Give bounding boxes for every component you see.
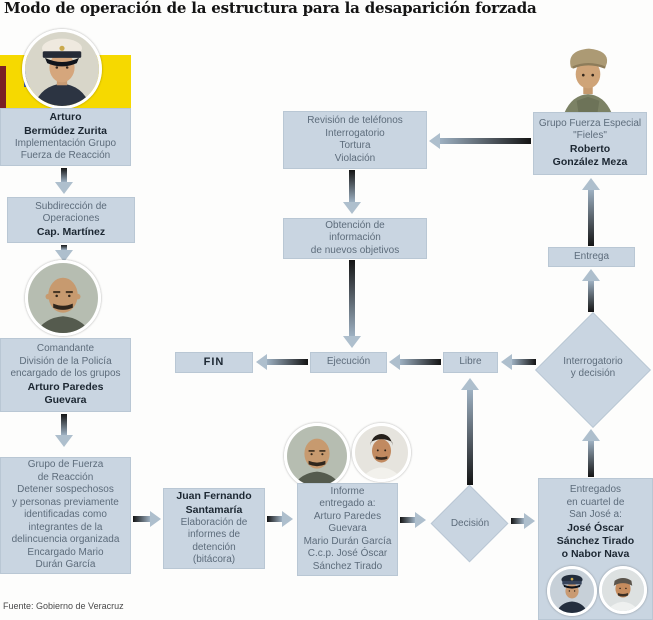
arrow-interrogatorio-libre-head [501, 354, 512, 370]
node-informe: Informe entregado a: Arturo Paredes Guev… [297, 483, 398, 576]
photo-bermudez [22, 29, 102, 109]
red-stripe-decoration [0, 66, 6, 108]
arrow-revision-obtencion-head [343, 202, 361, 214]
node-subdireccion: Subdirección de Operaciones Cap. Martíne… [7, 197, 135, 243]
arrow-revision-obtencion-shaft [349, 170, 355, 202]
arrow-subdireccion-paredes-shaft [61, 245, 67, 250]
node-fieles-desc: Grupo Fuerza Especial "Fieles" [538, 117, 642, 142]
node-ejecucion-label: Ejecución [326, 356, 371, 368]
arrow-comandante-grupo-head [55, 435, 73, 447]
arrow-decision-entregados-shaft [511, 518, 524, 524]
node-entrega-label: Entrega [573, 250, 610, 262]
arrow-libre-ejecucion-head [389, 354, 400, 370]
arrow-entregados-interrogatorio-head [582, 429, 600, 441]
page-title: Modo de operación de la estructura para … [4, 0, 537, 17]
node-grupo-fuerza: Grupo de Fuerza de Reacción Detener sosp… [0, 457, 131, 574]
node-bermudez-name: Arturo Bermúdez Zurita [24, 111, 107, 137]
photo-entregados-right [599, 566, 647, 614]
node-ejecucion: Ejecución [310, 352, 387, 373]
node-informe-desc: Informe entregado a: Arturo Paredes Guev… [303, 485, 392, 572]
photo-entregados-left [547, 566, 597, 616]
decision-diamond-label: Decisión [450, 517, 490, 529]
arrow-santamaria-informe-head [282, 511, 293, 527]
node-bermudez: Arturo Bermúdez Zurita Implementación Gr… [0, 108, 131, 166]
photo-paredes [25, 260, 101, 336]
arrow-grupo-santamaria-shaft [133, 516, 150, 522]
node-obtencion-desc: Obtención de información de nuevos objet… [310, 219, 400, 256]
gray-haired-mustached-man-portrait [602, 569, 644, 611]
police-officer-cap-portrait [550, 569, 594, 613]
node-comandante-name: Arturo Paredes Guevara [27, 380, 104, 406]
node-libre-label: Libre [459, 356, 482, 368]
node-entrega: Entrega [548, 247, 635, 267]
node-obtencion: Obtención de información de nuevos objet… [283, 218, 427, 259]
node-entregados-name: José Óscar Sánchez Tirado o Nabor Nava [556, 521, 635, 560]
arrow-libre-ejecucion-shaft [400, 359, 441, 365]
arrow-decision-entregados-head [524, 513, 535, 529]
arrow-ejecucion-fin-shaft [267, 359, 308, 365]
arrow-grupo-santamaria-head [150, 511, 161, 527]
arrow-interrogatorio-libre-shaft [512, 359, 536, 365]
arrow-entrega-fieles-shaft [588, 190, 594, 246]
arrow-informe-decision-head [415, 512, 426, 528]
arrow-decision-libre-shaft [467, 390, 473, 485]
photo-informe-left [284, 423, 350, 489]
node-santamaria-name: Juan Fernando Santamaría [176, 490, 252, 516]
dark-haired-man-portrait [355, 426, 408, 479]
arrow-obtencion-ejecucion-shaft [349, 260, 355, 336]
photo-informe-right [352, 423, 411, 482]
arrow-entregados-interrogatorio-shaft [588, 441, 594, 477]
node-subdireccion-name: Cap. Martínez [36, 225, 106, 238]
arrow-ejecucion-fin-head [256, 354, 267, 370]
arrow-interrogatorio-entrega-head [582, 269, 600, 281]
interrogatorio-diamond-label: Interrogatorio y decisión [563, 355, 623, 380]
node-santamaria-desc: Elaboración de informes de detención (bi… [180, 516, 248, 566]
node-libre: Libre [443, 352, 498, 373]
node-fin: FIN [175, 352, 253, 373]
arrow-fieles-revision-head [429, 133, 440, 149]
police-officer-portrait [25, 32, 99, 106]
node-fieles-name: Roberto González Meza [552, 142, 628, 168]
mustached-man-portrait [28, 263, 98, 333]
arrow-entrega-fieles-head [582, 178, 600, 190]
arrow-interrogatorio-entrega-shaft [588, 281, 594, 312]
arrow-fieles-revision-shaft [440, 138, 531, 144]
arrow-obtencion-ejecucion-head [343, 336, 361, 348]
soldier-beret-portrait [564, 48, 612, 113]
node-bermudez-desc: Implementación Grupo Fuerza de Reacción [14, 137, 117, 162]
arrow-bermudez-subdireccion-head [55, 182, 73, 194]
arrow-bermudez-subdireccion-shaft [61, 168, 67, 182]
arrow-subdireccion-paredes-head [55, 250, 73, 262]
arrow-santamaria-informe-shaft [267, 516, 282, 522]
source-credit: Fuente: Gobierno de Veracruz [3, 601, 124, 611]
node-comandante: Comandante División de la Policía encarg… [0, 338, 131, 412]
node-subdireccion-desc: Subdirección de Operaciones [35, 200, 107, 225]
node-entregados-desc: Entregados en cuartel de San José a: [566, 484, 625, 520]
photo-gonzalez [559, 42, 617, 113]
node-revision: Revisión de teléfonos Interrogatorio Tor… [283, 111, 427, 169]
arrow-informe-decision-shaft [400, 517, 415, 523]
arrow-comandante-grupo-shaft [61, 414, 67, 435]
node-fieles: Grupo Fuerza Especial "Fieles" Roberto G… [533, 112, 647, 175]
node-fin-label: FIN [203, 355, 225, 368]
mustached-man-portrait [287, 426, 347, 486]
node-comandante-desc: Comandante División de la Policía encarg… [10, 343, 121, 380]
node-santamaria: Juan Fernando Santamaría Elaboración de … [163, 488, 265, 569]
arrow-decision-libre-head [461, 378, 479, 390]
node-revision-desc: Revisión de teléfonos Interrogatorio Tor… [307, 115, 403, 164]
node-grupo-fuerza-desc: Grupo de Fuerza de Reacción Detener sosp… [11, 459, 120, 571]
